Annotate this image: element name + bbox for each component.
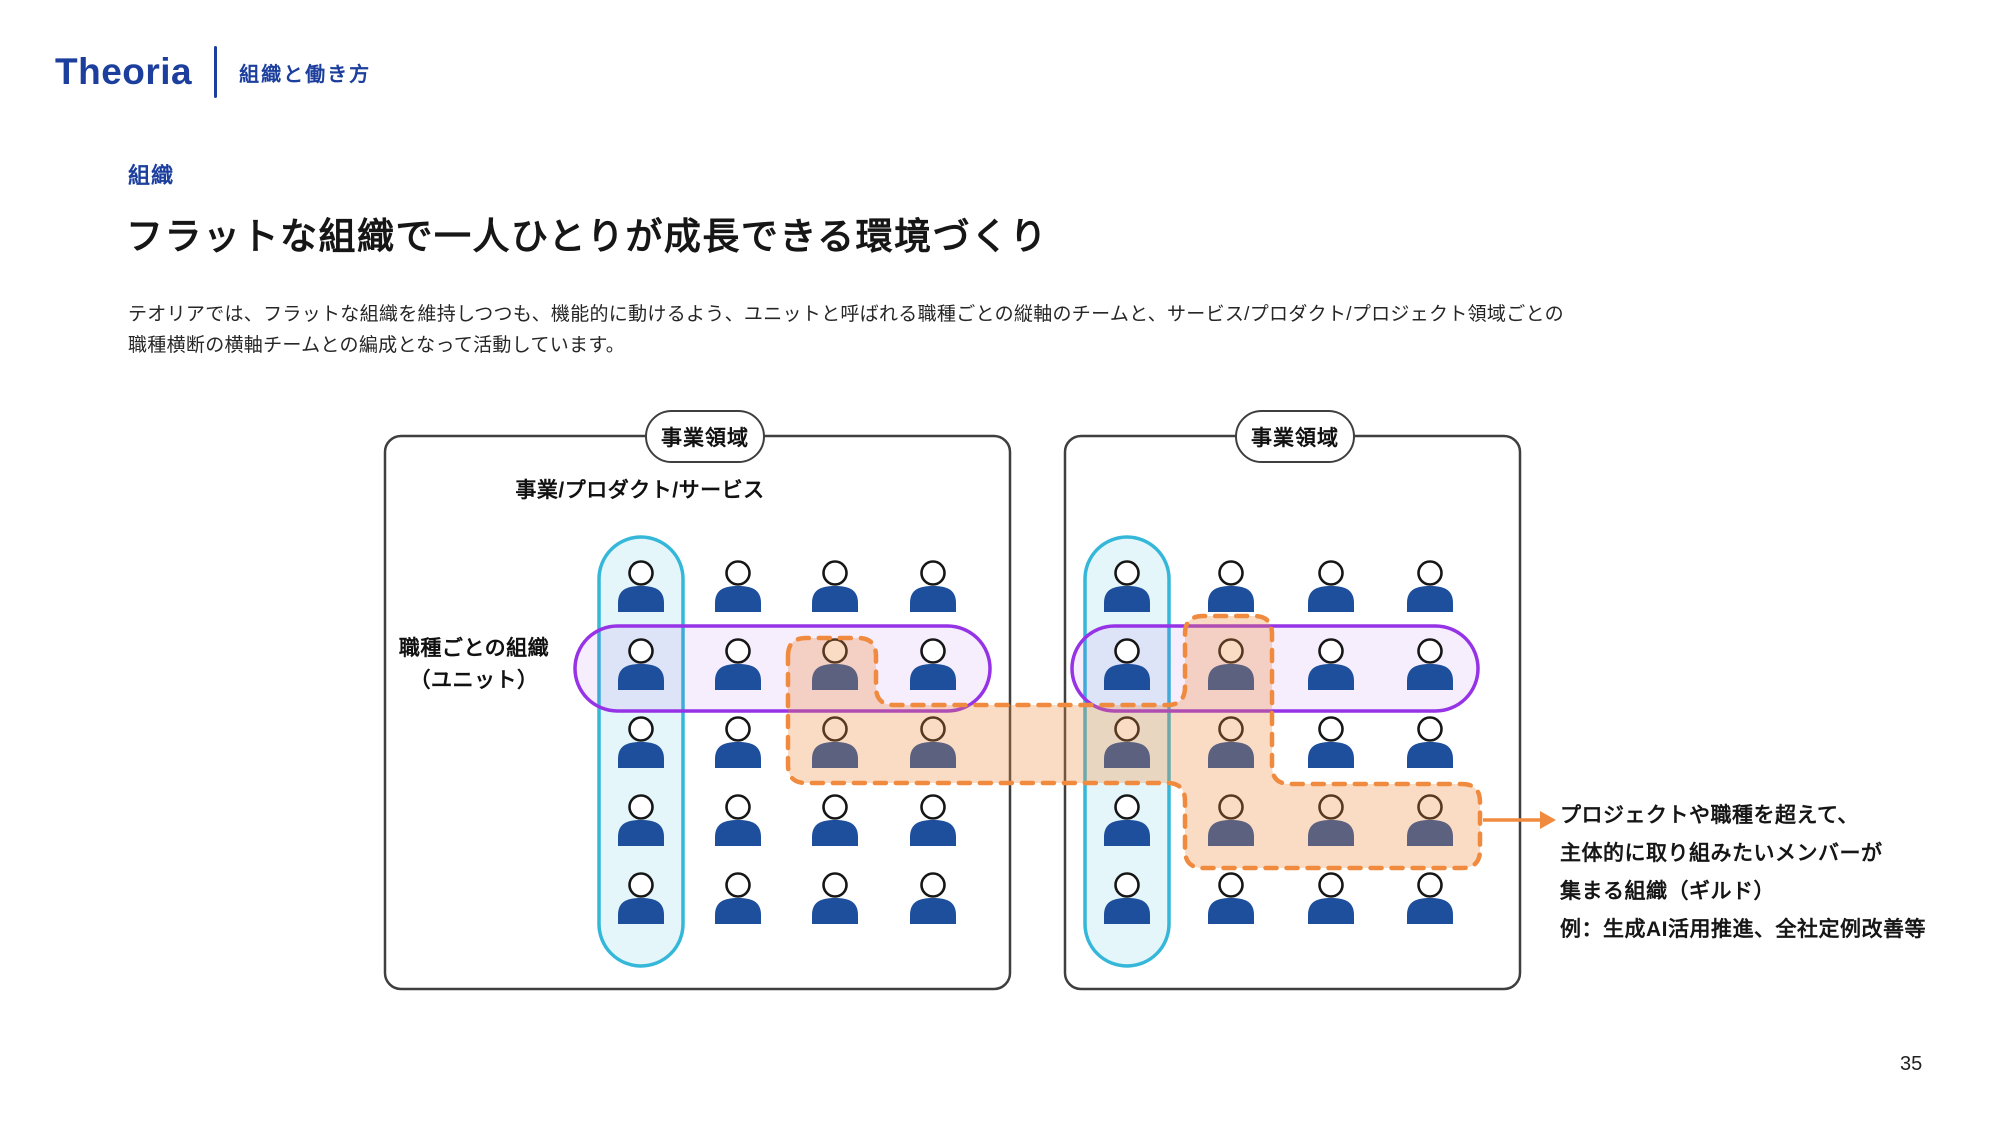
page-title: フラットな組織で一人ひとりが成長できる環境づくり bbox=[126, 216, 1049, 257]
header-divider bbox=[214, 46, 218, 98]
guild-note-line: 集まる組織（ギルド） bbox=[1560, 880, 1775, 903]
body-text: テオリアでは、フラットな組織を維持しつつも、機能的に動けるよう、ユニットと呼ばれ… bbox=[128, 299, 1564, 361]
badge-label: 事業領域 bbox=[1251, 426, 1339, 450]
guild-arrow bbox=[1483, 811, 1556, 829]
guild-note-line: 主体的に取り組みたいメンバーが bbox=[1560, 842, 1883, 865]
header-subtitle: 組織と働き方 bbox=[239, 63, 372, 86]
section-tag: 組織 bbox=[128, 163, 175, 188]
guild-region-outline bbox=[785, 613, 1483, 871]
unit-label-line: 職種ごとの組織 bbox=[398, 637, 550, 660]
unit-label-line: （ユニット） bbox=[409, 669, 539, 692]
guild-note-line: プロジェクトや職種を超えて、 bbox=[1560, 804, 1859, 827]
body-line: テオリアでは、フラットな組織を維持しつつも、機能的に動けるよう、ユニットと呼ばれ… bbox=[128, 304, 1564, 325]
business-domain-badge-right: 事業領域 bbox=[1235, 410, 1355, 463]
business-domain-badge-left: 事業領域 bbox=[645, 410, 765, 463]
unit-team-highlight-left bbox=[573, 624, 992, 713]
page-number: 35 bbox=[1900, 1053, 1923, 1075]
header: Theoria 組織と働き方 bbox=[55, 46, 371, 98]
business-product-service-label: 事業/プロダクト/サービス bbox=[515, 479, 765, 502]
guild-note: プロジェクトや職種を超えて、 主体的に取り組みたいメンバーが 集まる組織（ギルド… bbox=[1560, 797, 1926, 949]
unit-organization-label: 職種ごとの組織 （ユニット） bbox=[383, 633, 565, 697]
guild-note-line: 例：生成AI活用推進、全社定例改善等 bbox=[1560, 918, 1926, 941]
unit-team-highlight-right bbox=[1070, 624, 1480, 713]
theoria-logo: Theoria bbox=[55, 51, 193, 92]
body-line: 職種横断の横軸チームとの編成となって活動しています。 bbox=[128, 335, 626, 356]
badge-label: 事業領域 bbox=[661, 426, 749, 450]
